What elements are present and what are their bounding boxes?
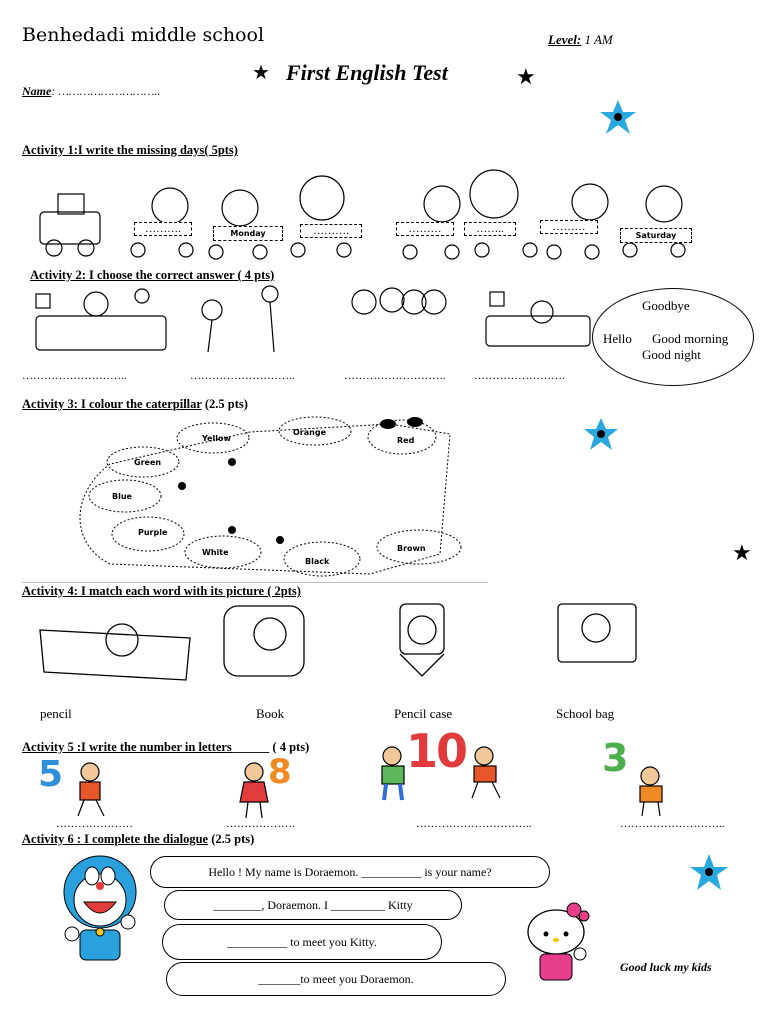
school-name: Benhedadi middle school [22, 24, 265, 46]
option-hello: Hello [603, 331, 632, 346]
word-pencil-case[interactable]: Pencil case [394, 706, 453, 721]
number-8: 8 [268, 752, 292, 792]
activity-2-title: Activity 2: I choose the correct answer … [30, 268, 275, 282]
page-title: First English Test [286, 60, 448, 85]
caterpillar-yellow[interactable]: Yellow [202, 434, 231, 443]
caterpillar-brown[interactable]: Brown [397, 544, 426, 553]
dialogue-line-3[interactable]: __________ to meet you Kitty. [162, 924, 442, 960]
activity-3-title: Activity 3: I colour the caterpillar (2.… [22, 397, 248, 411]
blue-star-icon [584, 418, 618, 450]
options-ellipse [592, 288, 754, 386]
caterpillar-white[interactable]: White [202, 548, 229, 557]
option-good-morning: Good morning [652, 331, 729, 346]
answer-blank-1[interactable]: ……………………….. [22, 370, 127, 382]
activity-4-title: Activity 4: I match each word with its p… [22, 584, 301, 598]
kid-illustration [381, 746, 405, 801]
blue-star-icon [600, 100, 636, 134]
day-blank-3[interactable]: ……… [396, 222, 454, 236]
answer-blank-4[interactable]: ……………………. [474, 370, 565, 382]
day-blank-4[interactable]: …….. [464, 222, 516, 236]
day-blank-2[interactable]: ………. [300, 224, 362, 238]
activity-6-title: Activity 6 : I complete the dialogue (2.… [22, 832, 255, 846]
option-good-night: Good night [642, 347, 701, 362]
kid-illustration [639, 766, 663, 817]
day-label-saturday: Saturday [620, 228, 692, 243]
caterpillar-blue[interactable]: Blue [112, 492, 132, 501]
caterpillar-red[interactable]: Red [397, 436, 415, 445]
day-blank-5[interactable]: ……… [540, 220, 598, 234]
answer-blank-3[interactable]: ………………………. [344, 370, 446, 382]
dialogue-line-2[interactable]: ________, Doraemon. I _________ Kitty [164, 890, 462, 920]
star-icon: ★ [732, 540, 752, 565]
word-pencil[interactable]: pencil [40, 706, 72, 721]
star-icon: ★ [252, 62, 270, 84]
level: Level: 1 AM [548, 32, 613, 47]
activity-1-title: Activity 1:I write the missing days( 5pt… [22, 143, 238, 157]
number-3: 3 [602, 736, 629, 780]
hello-kitty-illustration [527, 902, 590, 981]
caterpillar-orange[interactable]: Orange [293, 428, 326, 437]
number-5: 5 [38, 754, 64, 795]
dialogue-line-1[interactable]: Hello ! My name is Doraemon. __________ … [150, 856, 550, 888]
doraemon-illustration [63, 855, 137, 961]
blue-star-icon [690, 854, 728, 890]
number-answer-blank-3[interactable]: ………………………….. [416, 818, 532, 830]
school-items-pictures [39, 603, 637, 681]
caterpillar-green[interactable]: Green [134, 458, 162, 467]
greetings-pictures [35, 285, 591, 353]
kid-illustration [77, 762, 105, 817]
word-school-bag[interactable]: School bag [556, 706, 615, 721]
number-answer-blank-1[interactable]: ………………… [56, 818, 133, 830]
caterpillar-illustration [79, 416, 462, 577]
caterpillar-purple[interactable]: Purple [138, 528, 168, 537]
kid-illustration [471, 746, 501, 799]
dialogue-line-4[interactable]: _______to meet you Doraemon. [166, 962, 506, 996]
divider [22, 582, 488, 583]
name-field[interactable]: Name: ……………………….. [22, 84, 161, 98]
activity-5-title: Activity 5 :I write the number in letter… [22, 740, 310, 754]
day-label-monday: Monday [213, 226, 283, 241]
word-book[interactable]: Book [256, 706, 285, 721]
number-answer-blank-4[interactable]: ……………………….. [620, 818, 725, 830]
train-illustration [39, 169, 686, 260]
number-answer-blank-2[interactable]: ………………. [226, 818, 295, 830]
good-luck-message: Good luck my kids [620, 960, 712, 974]
answer-blank-2[interactable]: ……………………….. [190, 370, 295, 382]
kid-illustration [239, 762, 269, 819]
star-icon: ★ [516, 64, 536, 89]
option-goodbye: Goodbye [642, 298, 690, 313]
day-blank-1[interactable]: ………. [134, 222, 192, 236]
caterpillar-black[interactable]: Black [305, 557, 330, 566]
number-10: 10 [406, 724, 468, 778]
